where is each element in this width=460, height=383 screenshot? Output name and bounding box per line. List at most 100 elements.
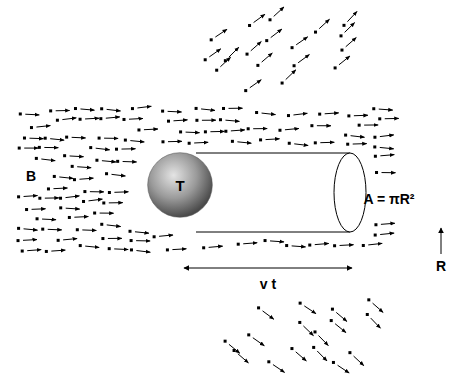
velocity-arrow [107, 225, 121, 227]
velocity-arrow [385, 118, 399, 119]
velocity-arrow [262, 53, 273, 62]
velocity-arrow [72, 137, 86, 139]
particle-dot [63, 154, 66, 157]
particle [65, 136, 85, 139]
velocity-arrow [262, 113, 276, 115]
particle-dot [293, 64, 296, 67]
velocity-arrow [201, 109, 215, 110]
target-sphere: T [147, 152, 213, 218]
velocity-arrow [335, 324, 346, 333]
particle-dot [102, 201, 105, 204]
particle-dot [30, 126, 33, 129]
particle [264, 239, 284, 242]
particle [63, 154, 83, 157]
particle-dot [246, 53, 249, 56]
particle-dot [224, 340, 227, 343]
particle [17, 239, 37, 242]
particle [38, 146, 58, 149]
particle-dot [82, 200, 85, 203]
particle-dot [38, 197, 41, 200]
velocity-arrow [159, 235, 173, 236]
velocity-arrow [202, 120, 216, 121]
particle-dot [71, 165, 74, 168]
particle [21, 250, 41, 253]
particle-dot [195, 119, 198, 122]
particle [347, 114, 367, 117]
particle-dot [36, 217, 39, 220]
particle-dot [247, 127, 250, 130]
velocity-arrow [231, 130, 245, 131]
particle [269, 7, 285, 21]
particle-dot [108, 247, 111, 250]
particle-dot [346, 143, 349, 146]
particle [195, 107, 215, 110]
particle-dot [222, 107, 225, 110]
particle [115, 148, 135, 151]
velocity-arrow [137, 106, 151, 108]
particle-dot [83, 190, 86, 193]
particle-dot [93, 212, 96, 215]
particle [204, 130, 224, 133]
velocity-arrow [80, 109, 94, 110]
velocity-arrow [172, 248, 186, 250]
particle [179, 130, 199, 133]
particle [247, 333, 264, 345]
particle-dot [101, 237, 104, 240]
particle [68, 216, 88, 219]
velocity-arrow [368, 243, 382, 245]
velocity-arrow [42, 219, 56, 221]
particle [378, 117, 398, 120]
velocity-arrow [114, 191, 128, 193]
particle-dot [247, 333, 250, 336]
particle-dot [44, 137, 47, 140]
particle-dot [367, 298, 370, 301]
particle-dot [56, 119, 59, 122]
velocity-arrow [379, 109, 393, 111]
particle-dot [17, 227, 20, 230]
velocity-arrow [338, 365, 350, 373]
particle [224, 130, 244, 133]
particle [38, 197, 58, 200]
particle [310, 124, 330, 127]
particle [265, 29, 282, 42]
velocity-arrow [129, 118, 143, 120]
particle [278, 128, 298, 131]
particle-dot [259, 138, 262, 141]
velocity-arrow [109, 202, 123, 203]
particle [244, 80, 261, 92]
velocity-arrow [106, 117, 120, 118]
particle-dot [257, 306, 260, 309]
particle-dot [161, 140, 164, 143]
particle [79, 118, 99, 121]
particle-dot [334, 66, 337, 69]
particle [346, 143, 366, 146]
particle-dot [130, 248, 133, 251]
cylinder-end [334, 153, 366, 232]
velocity-arrow [130, 141, 144, 142]
velocity-arrow [186, 132, 200, 134]
particle [256, 53, 272, 67]
particle [76, 228, 96, 231]
velocity-arrow [41, 159, 55, 161]
particle [108, 247, 128, 250]
particle [19, 112, 39, 115]
particle-dot [122, 118, 125, 121]
velocity-arrow [347, 11, 357, 21]
particle [281, 70, 296, 85]
velocity-arrow [317, 125, 331, 126]
velocity-arrow [85, 246, 99, 247]
velocity-arrow [48, 229, 62, 231]
velocity-arrow [345, 23, 355, 33]
particle-dot [231, 140, 234, 143]
velocity-arrow [340, 244, 354, 246]
particle [108, 191, 128, 194]
particle [299, 302, 316, 314]
velocity-arrow [36, 126, 50, 127]
particle [100, 107, 120, 111]
particle [105, 172, 125, 176]
particle-dot [298, 321, 301, 324]
velocity-arrow [29, 138, 43, 139]
particle [56, 118, 76, 122]
particle-dot [288, 142, 291, 145]
particle-dot [333, 244, 336, 247]
